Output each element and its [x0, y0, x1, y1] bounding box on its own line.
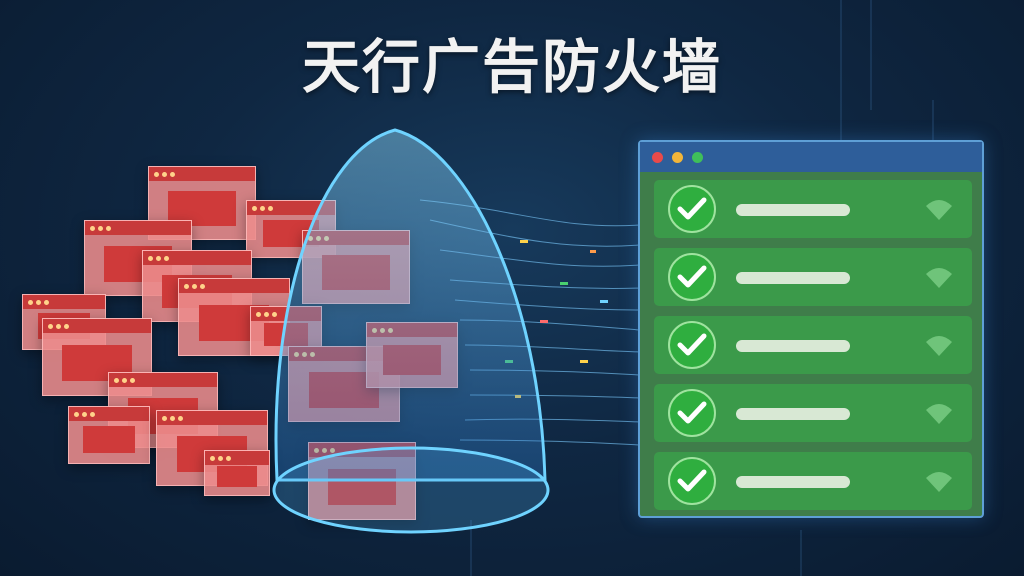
popup-titlebar [43, 319, 151, 333]
popup-dot-icon [264, 312, 269, 317]
bg-line [840, 0, 842, 140]
popup-dot-icon [210, 456, 215, 461]
safe-browser-window [638, 140, 984, 518]
close-dot-icon [652, 152, 663, 163]
popup-titlebar [23, 295, 105, 309]
popup-dot-icon [184, 284, 189, 289]
popup-dot-icon [130, 378, 135, 383]
bg-line [470, 520, 472, 576]
popup-dot-icon [268, 206, 273, 211]
content-placeholder-bar [736, 340, 850, 352]
popup-titlebar [149, 167, 255, 181]
popup-dot-icon [44, 300, 49, 305]
popup-titlebar [157, 411, 267, 425]
check-icon [668, 253, 716, 301]
page-title: 天行广告防火墙 [301, 33, 722, 101]
popup-dot-icon [192, 284, 197, 289]
popup-dot-icon [114, 378, 119, 383]
content-placeholder-bar [736, 408, 850, 420]
popup-dot-icon [256, 312, 261, 317]
window-titlebar [640, 142, 982, 172]
popup-dot-icon [164, 256, 169, 261]
popup-titlebar [205, 451, 269, 465]
bg-line [800, 530, 802, 576]
popup-ad-block [216, 465, 258, 488]
ad-popup-window [204, 450, 270, 496]
check-icon [668, 389, 716, 437]
popup-dot-icon [106, 226, 111, 231]
safe-row [654, 452, 972, 510]
popup-dot-icon [148, 256, 153, 261]
popup-dot-icon [90, 412, 95, 417]
popup-dot-icon [260, 206, 265, 211]
check-icon [668, 321, 716, 369]
popup-dot-icon [156, 256, 161, 261]
check-icon [668, 457, 716, 505]
safe-row [654, 180, 972, 238]
wifi-icon [926, 472, 952, 492]
wifi-icon [926, 404, 952, 424]
safe-row [654, 248, 972, 306]
safe-row [654, 384, 972, 442]
popup-dot-icon [28, 300, 33, 305]
check-icon [668, 185, 716, 233]
popup-dot-icon [178, 416, 183, 421]
popup-titlebar [179, 279, 289, 293]
popup-dot-icon [252, 206, 257, 211]
popup-dot-icon [154, 172, 159, 177]
minimize-dot-icon [672, 152, 683, 163]
popup-dot-icon [170, 416, 175, 421]
content-placeholder-bar [736, 272, 850, 284]
popup-dot-icon [48, 324, 53, 329]
popup-titlebar [69, 407, 149, 421]
safe-row [654, 316, 972, 374]
popup-dot-icon [90, 226, 95, 231]
popup-titlebar [109, 373, 217, 387]
ad-popup-window [68, 406, 150, 464]
popup-titlebar [143, 251, 251, 265]
wifi-icon [926, 268, 952, 288]
wifi-icon [926, 200, 952, 220]
popup-ad-block [83, 426, 135, 453]
popup-dot-icon [74, 412, 79, 417]
popup-dot-icon [36, 300, 41, 305]
popup-dot-icon [98, 226, 103, 231]
maximize-dot-icon [692, 152, 703, 163]
popup-dot-icon [64, 324, 69, 329]
popup-dot-icon [170, 172, 175, 177]
popup-titlebar [85, 221, 191, 235]
popup-titlebar [247, 201, 335, 215]
popup-dot-icon [226, 456, 231, 461]
popup-dot-icon [162, 416, 167, 421]
content-placeholder-bar [736, 204, 850, 216]
bg-line [870, 0, 872, 110]
popup-dot-icon [272, 312, 277, 317]
popup-dot-icon [82, 412, 87, 417]
bg-line [932, 100, 934, 140]
popup-dot-icon [56, 324, 61, 329]
wifi-icon [926, 336, 952, 356]
popup-dot-icon [122, 378, 127, 383]
content-placeholder-bar [736, 476, 850, 488]
popup-dot-icon [162, 172, 167, 177]
popup-dot-icon [200, 284, 205, 289]
popup-dot-icon [218, 456, 223, 461]
